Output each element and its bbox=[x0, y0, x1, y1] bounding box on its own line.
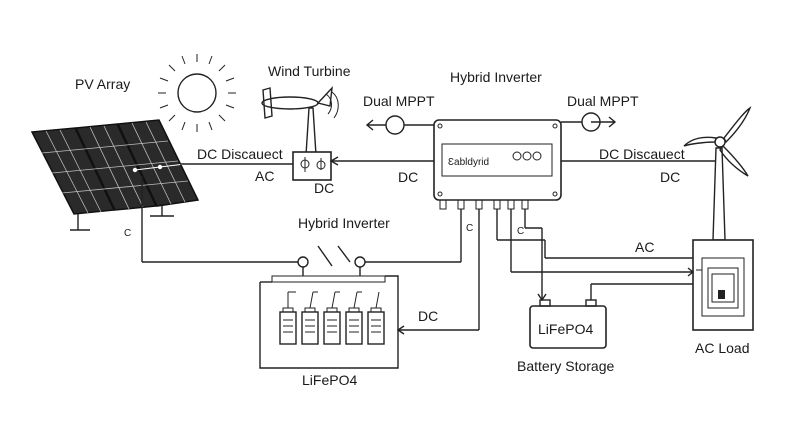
dual-mppt-left-icon bbox=[365, 115, 434, 135]
battery-cells-icon bbox=[279, 291, 385, 345]
hybrid-inverter-mid-label: Hybrid Inverter bbox=[298, 215, 390, 231]
inverter-brand-text: Ɛabldyrid bbox=[448, 157, 489, 168]
dual-mppt-left-label: Dual MPPT bbox=[363, 93, 435, 109]
battery-bank-label: LiFePO4 bbox=[302, 372, 357, 388]
wind-turbine-label: Wind Turbine bbox=[268, 63, 351, 79]
sun-icon bbox=[158, 54, 236, 132]
dc-right-line-label: DC bbox=[660, 169, 680, 185]
dc-controller-box bbox=[292, 151, 332, 181]
dc-left-line-label: DC bbox=[398, 169, 418, 185]
dc-disconnect-left-label: DC Discauect bbox=[197, 146, 283, 162]
dc-battery-line-label: DC bbox=[418, 308, 438, 324]
c-mid-label: C bbox=[466, 223, 473, 234]
battery-storage-icon bbox=[529, 299, 607, 349]
battery-storage-label: Battery Storage bbox=[517, 358, 614, 374]
battery-storage-inner-label: LiFePO4 bbox=[538, 321, 593, 337]
pv-array-icon bbox=[30, 119, 200, 231]
dc-disconnect-right-label: DC Discauect bbox=[599, 146, 685, 162]
wiring bbox=[141, 156, 716, 335]
disconnect-switch-icon bbox=[297, 245, 366, 276]
ac-left-label: AC bbox=[255, 168, 274, 184]
dc-under-box-label: DC bbox=[314, 180, 334, 196]
ac-right-label: AC bbox=[635, 239, 654, 255]
hybrid-inverter-top-label: Hybrid Inverter bbox=[450, 69, 542, 85]
ac-load-panel bbox=[692, 239, 754, 331]
ac-load-label: AC Load bbox=[695, 340, 749, 356]
c-left-label: C bbox=[124, 228, 131, 239]
battery-bank-enclosure bbox=[259, 275, 399, 369]
pv-array-label: PV Array bbox=[75, 76, 130, 92]
dual-mppt-right-icon bbox=[561, 112, 617, 132]
c-right-label: C bbox=[517, 226, 524, 237]
wind-turbine-icon bbox=[261, 85, 339, 156]
hybrid-inverter-unit bbox=[433, 119, 562, 210]
dual-mppt-right-label: Dual MPPT bbox=[567, 93, 639, 109]
right-wind-turbine-icon bbox=[683, 106, 752, 241]
